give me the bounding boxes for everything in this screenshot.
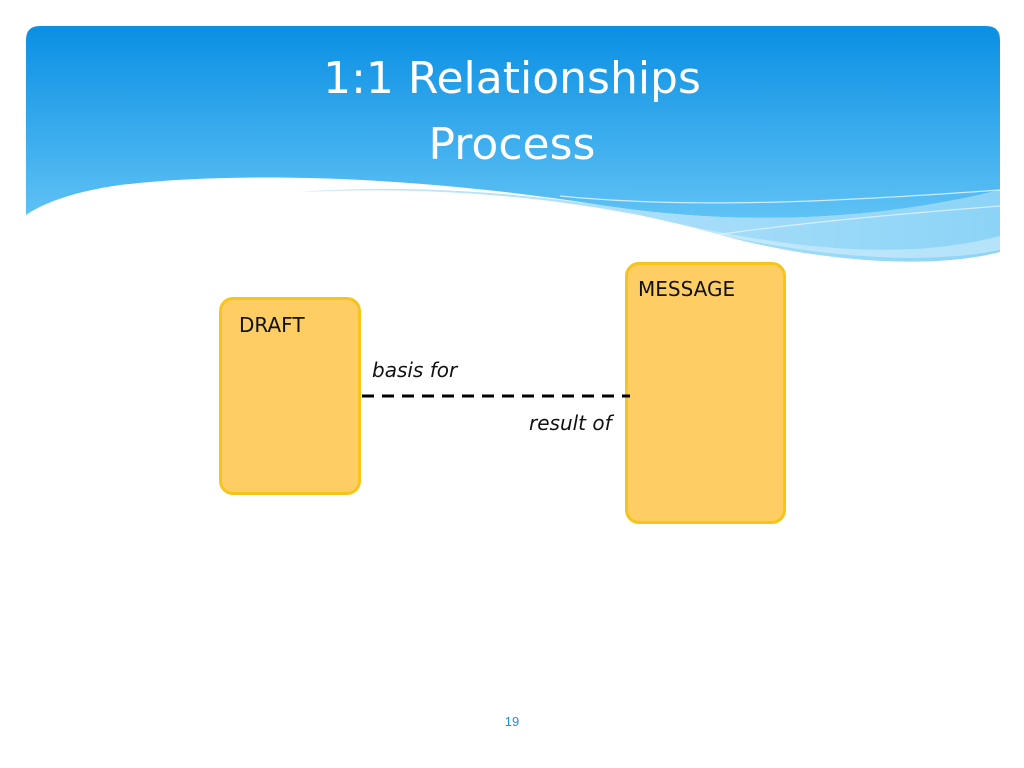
relationship-reverse-label: result of bbox=[529, 411, 612, 435]
entity-draft-box: DRAFT bbox=[219, 297, 361, 495]
entity-message-label: MESSAGE bbox=[638, 277, 736, 301]
slide-title: 1:1 Relationships Process bbox=[212, 46, 812, 178]
entity-draft-label: DRAFT bbox=[239, 313, 305, 337]
slide-title-line-2: Process bbox=[428, 119, 596, 170]
page-number: 19 bbox=[504, 714, 520, 729]
relationship-forward-label: basis for bbox=[372, 358, 458, 382]
slide-title-line-1: 1:1 Relationships bbox=[323, 53, 701, 104]
entity-message-box: MESSAGE bbox=[625, 262, 786, 524]
header-wave-background bbox=[26, 26, 1001, 262]
